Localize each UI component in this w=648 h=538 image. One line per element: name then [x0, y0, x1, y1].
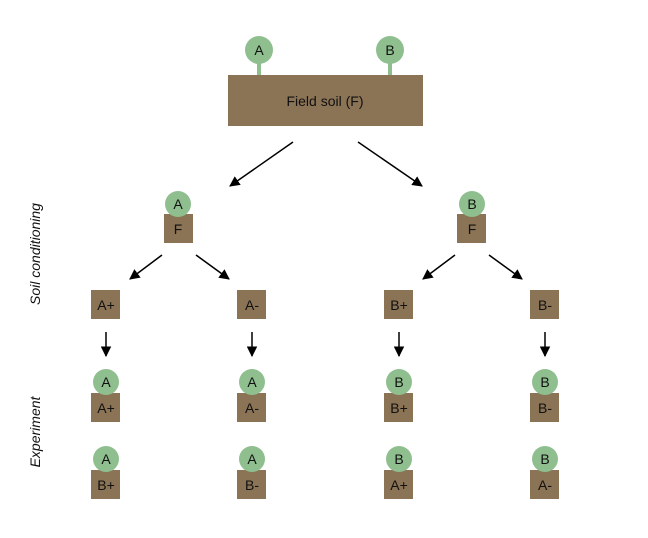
field-plant-a-label: A	[254, 42, 264, 58]
experiment-plant-label: A	[101, 374, 111, 390]
conditioning-soil-label: F	[468, 221, 477, 237]
experiment-soil-label: A+	[390, 477, 408, 493]
experiment-plant-label: A	[247, 374, 257, 390]
arrow-b-to-bplus	[422, 254, 456, 280]
conditioned-soil-row: A+ A- B+ B-	[91, 290, 559, 319]
experiment-soil-box	[384, 470, 413, 499]
conditioning-plant	[459, 191, 485, 217]
experiment-soil-label: A-	[538, 477, 552, 493]
experiment-plant	[386, 369, 412, 395]
conditioned-soil-label: B+	[390, 297, 408, 313]
conditioned-soil-box	[530, 290, 559, 319]
experiment-plant	[239, 369, 265, 395]
conditioned-soil-box	[91, 290, 120, 319]
field-plant-b-label: B	[385, 42, 394, 58]
conditioned-soil-label: A+	[97, 297, 115, 313]
experiment-plant	[532, 369, 558, 395]
experiment-plant	[93, 446, 119, 472]
experiment-row-2: A B+ A B- B A+ B A-	[91, 446, 559, 499]
field-plant-b	[376, 36, 404, 64]
experiment-plant-label: A	[101, 451, 111, 467]
experiment-plant-label: B	[540, 374, 549, 390]
field-soil-group: A B Field soil (F)	[228, 36, 423, 126]
field-soil-label: Field soil (F)	[286, 93, 363, 109]
arrow-field-to-a	[229, 141, 294, 187]
conditioned-soil-box	[384, 290, 413, 319]
experiment-soil-box	[384, 393, 413, 422]
experiment-plant-label: B	[394, 451, 403, 467]
experiment-soil-box	[91, 470, 120, 499]
conditioning-plant-label: B	[467, 196, 476, 212]
experiment-soil-box	[530, 470, 559, 499]
arrow-a-to-aplus	[129, 254, 163, 280]
experiment-soil-box	[237, 470, 266, 499]
experiment-soil-box	[237, 393, 266, 422]
experiment-plant-label: B	[394, 374, 403, 390]
experiment-plant	[93, 369, 119, 395]
experiment-soil-label: A+	[97, 400, 115, 416]
field-plant-a	[245, 36, 273, 64]
conditioned-soil-box	[237, 290, 266, 319]
field-soil-box	[228, 75, 423, 126]
experiment-soil-label: B-	[245, 477, 259, 493]
experiment-soil-label: B+	[97, 477, 115, 493]
conditioning-plant	[165, 191, 191, 217]
experiment-soil-label: A-	[245, 400, 259, 416]
experiment-plant	[239, 446, 265, 472]
arrow-b-to-bminus	[488, 254, 523, 280]
conditioning-soil-box	[457, 214, 486, 243]
experiment-soil-label: B-	[538, 400, 552, 416]
experiment-plant	[386, 446, 412, 472]
side-label-conditioning: Soil conditioning	[27, 203, 43, 305]
conditioning-a: A F	[164, 191, 193, 243]
conditioning-plant-label: A	[173, 196, 183, 212]
experiment-plant-label: B	[540, 451, 549, 467]
conditioned-soil-label: A-	[245, 297, 259, 313]
conditioning-b: B F	[457, 191, 486, 243]
experiment-soil-box	[91, 393, 120, 422]
experiment-plant-label: A	[247, 451, 257, 467]
experiment-row-1: A A+ A A- B B+ B B-	[91, 369, 559, 422]
experiment-soil-box	[530, 393, 559, 422]
experiment-plant	[532, 446, 558, 472]
arrow-a-to-aminus	[195, 254, 230, 280]
side-label-experiment: Experiment	[27, 395, 43, 467]
conditioned-soil-label: B-	[538, 297, 552, 313]
experiment-soil-label: B+	[390, 400, 408, 416]
conditioning-soil-label: F	[174, 221, 183, 237]
arrow-field-to-b	[357, 141, 423, 187]
conditioning-soil-box	[164, 214, 193, 243]
